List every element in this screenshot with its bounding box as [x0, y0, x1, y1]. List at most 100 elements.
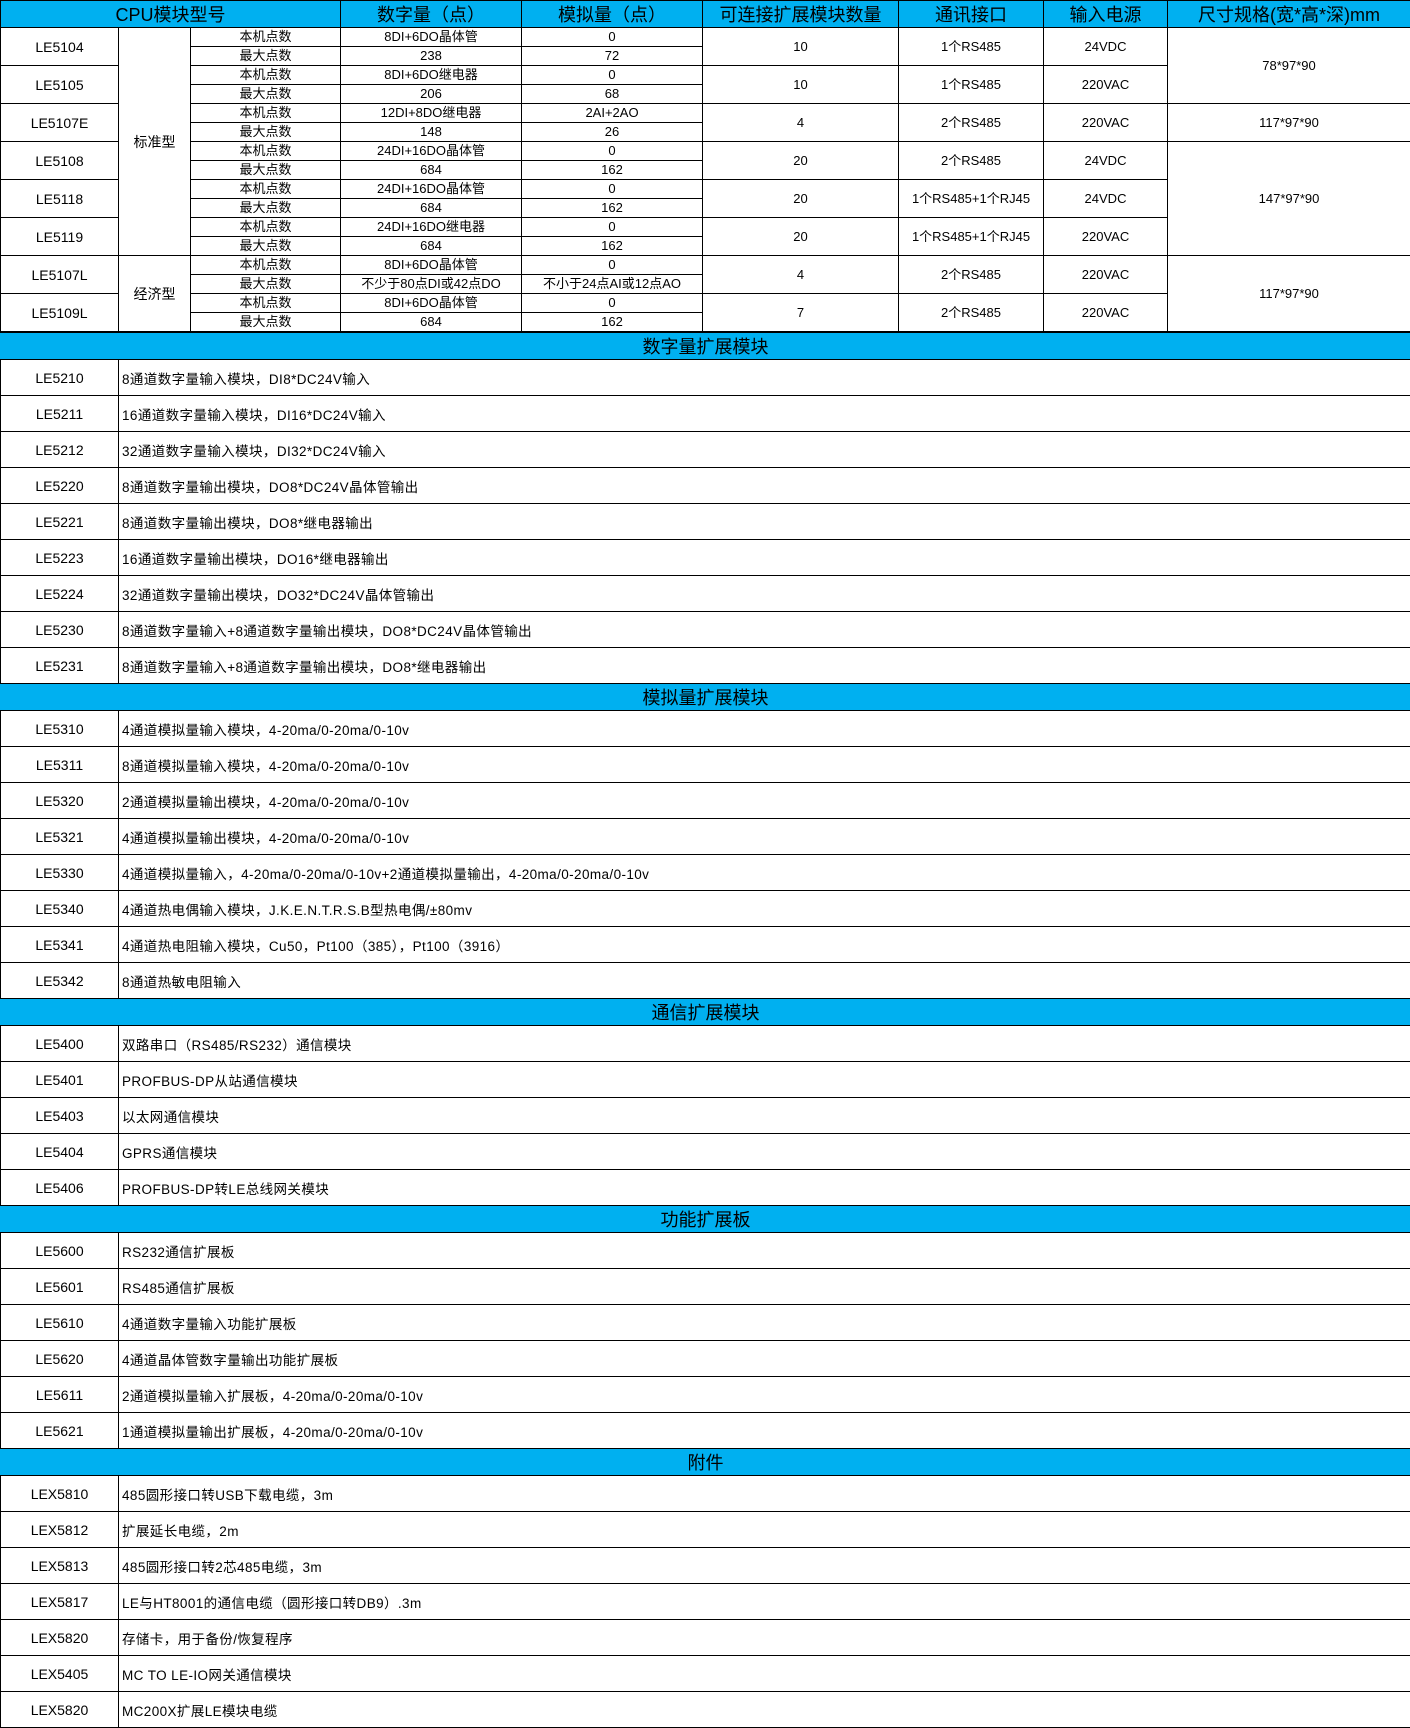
module-model: LEX5820 — [1, 1692, 119, 1728]
module-model: LE5611 — [1, 1377, 119, 1413]
max-digital: 206 — [341, 85, 522, 104]
module-model: LE5621 — [1, 1413, 119, 1449]
max-analog: 68 — [522, 85, 703, 104]
module-model: LE5330 — [1, 855, 119, 891]
module-description: 扩展延长电缆，2m — [119, 1512, 1410, 1548]
max-digital: 238 — [341, 47, 522, 66]
section-title: 附件 — [1, 1449, 1410, 1476]
module-model: LE5403 — [1, 1098, 119, 1134]
module-description: MC200X扩展LE模块电缆 — [119, 1692, 1410, 1728]
max-analog: 26 — [522, 123, 703, 142]
power-input: 220VAC — [1044, 294, 1168, 332]
comm-interface: 1个RS485+1个RJ45 — [899, 218, 1044, 256]
local-analog: 0 — [522, 66, 703, 85]
expansion-count: 4 — [703, 256, 899, 294]
module-model: LEX5405 — [1, 1656, 119, 1692]
local-analog: 2AI+2AO — [522, 104, 703, 123]
section-title: 通信扩展模块 — [1, 999, 1410, 1026]
cpu-model: LE5107L — [1, 256, 119, 294]
dimensions: 117*97*90 — [1168, 256, 1410, 332]
max-digital: 不少于80点DI或42点DO — [341, 275, 522, 294]
module-description: 32通道数字量输出模块，DO32*DC24V晶体管输出 — [119, 576, 1410, 612]
module-description: 4通道模拟量输入模块，4-20ma/0-20ma/0-10v — [119, 711, 1410, 747]
comm-interface: 1个RS485 — [899, 28, 1044, 66]
module-description: 4通道模拟量输入，4-20ma/0-20ma/0-10v+2通道模拟量输出，4-… — [119, 855, 1410, 891]
section-header-row: 数字量扩展模块 — [1, 333, 1410, 360]
module-description: 1通道模拟量输出扩展板，4-20ma/0-20ma/0-10v — [119, 1413, 1410, 1449]
comm-interface: 1个RS485+1个RJ45 — [899, 180, 1044, 218]
module-model: LE5341 — [1, 927, 119, 963]
module-model: LE5212 — [1, 432, 119, 468]
sub-label-max: 最大点数 — [191, 275, 341, 294]
max-digital: 684 — [341, 161, 522, 180]
cpu-type: 经济型 — [119, 256, 191, 332]
module-description: 8通道数字量输出模块，DO8*DC24V晶体管输出 — [119, 468, 1410, 504]
section-header-row: 通信扩展模块 — [1, 999, 1410, 1026]
local-digital: 24DI+16DO继电器 — [341, 218, 522, 237]
sub-label-local: 本机点数 — [191, 180, 341, 199]
power-input: 220VAC — [1044, 256, 1168, 294]
expansion-count: 20 — [703, 218, 899, 256]
section-header-row: 模拟量扩展模块 — [1, 684, 1410, 711]
module-description: 4通道晶体管数字量输出功能扩展板 — [119, 1341, 1410, 1377]
module-model: LE5320 — [1, 783, 119, 819]
expansion-count: 4 — [703, 104, 899, 142]
module-model: LE5610 — [1, 1305, 119, 1341]
sub-label-local: 本机点数 — [191, 28, 341, 47]
header-comm-interface: 通讯接口 — [899, 1, 1044, 28]
module-description: PROFBUS-DP转LE总线网关模块 — [119, 1170, 1410, 1206]
cpu-model: LE5105 — [1, 66, 119, 104]
power-input: 24VDC — [1044, 28, 1168, 66]
max-digital: 684 — [341, 237, 522, 256]
module-model: LE5211 — [1, 396, 119, 432]
module-description: 32通道数字量输入模块，DI32*DC24V输入 — [119, 432, 1410, 468]
module-model: LE5400 — [1, 1026, 119, 1062]
dimensions: 147*97*90 — [1168, 142, 1410, 256]
max-digital: 684 — [341, 313, 522, 332]
sub-label-max: 最大点数 — [191, 47, 341, 66]
comm-interface: 2个RS485 — [899, 104, 1044, 142]
expansion-count: 10 — [703, 66, 899, 104]
expansion-count: 20 — [703, 180, 899, 218]
module-model: LE5310 — [1, 711, 119, 747]
module-model: LE5210 — [1, 360, 119, 396]
local-analog: 0 — [522, 218, 703, 237]
module-description: 2通道模拟量输出模块，4-20ma/0-20ma/0-10v — [119, 783, 1410, 819]
cpu-header-row: CPU模块型号 数字量（点） 模拟量（点） 可连接扩展模块数量 通讯接口 输入电… — [1, 1, 1410, 28]
cpu-model: LE5108 — [1, 142, 119, 180]
sub-label-local: 本机点数 — [191, 104, 341, 123]
cpu-module-table: CPU模块型号 数字量（点） 模拟量（点） 可连接扩展模块数量 通讯接口 输入电… — [0, 0, 1410, 332]
module-description: LE与HT8001的通信电缆（圆形接口转DB9）.3m — [119, 1584, 1410, 1620]
local-digital: 24DI+16DO晶体管 — [341, 180, 522, 199]
module-model: LE5620 — [1, 1341, 119, 1377]
module-description: 8通道数字量输入+8通道数字量输出模块，DO8*继电器输出 — [119, 648, 1410, 684]
max-analog: 162 — [522, 161, 703, 180]
local-digital: 8DI+6DO晶体管 — [341, 256, 522, 275]
module-description: PROFBUS-DP从站通信模块 — [119, 1062, 1410, 1098]
